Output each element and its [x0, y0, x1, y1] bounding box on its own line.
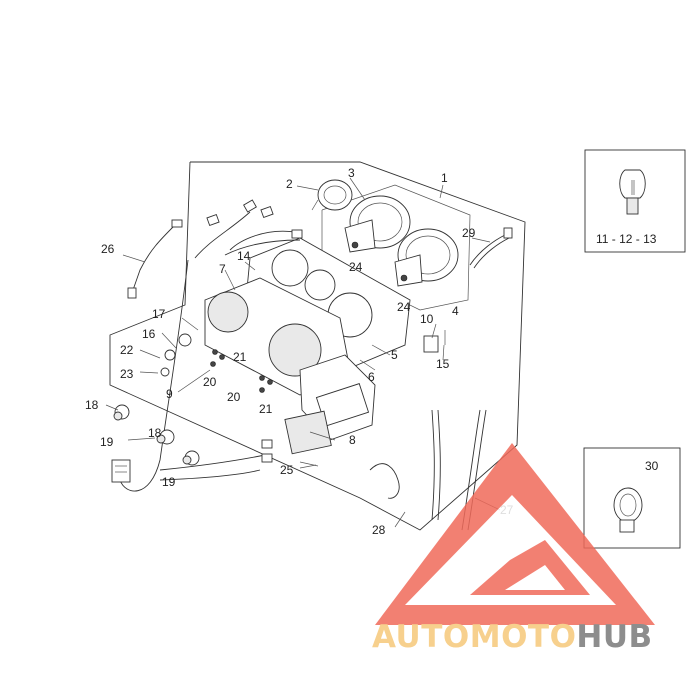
callout-21b: 21	[259, 402, 273, 416]
callout-18a: 18	[85, 398, 99, 412]
small-hardware	[113, 330, 446, 467]
inset-bulb-label: 11 - 12 - 13	[596, 232, 657, 246]
callout-14: 14	[237, 249, 251, 263]
watermark-moto: MOTO	[470, 619, 577, 655]
callout-2: 2	[286, 177, 293, 191]
gauge-tachometer	[344, 195, 411, 253]
callout-1: 1	[441, 171, 448, 185]
callout-4: 4	[452, 304, 459, 318]
sensor-26	[127, 219, 183, 299]
callout-28: 28	[372, 523, 386, 537]
callout-15: 15	[436, 357, 450, 371]
callout-17: 17	[152, 307, 166, 321]
bulb-icon	[619, 169, 646, 215]
inset-clamp: 30	[583, 447, 681, 549]
callout-10: 10	[420, 312, 434, 326]
small-gauge	[311, 179, 353, 211]
callout-leaders	[105, 177, 501, 528]
gauge-speedometer	[394, 228, 459, 287]
callout-7: 7	[219, 262, 226, 276]
callout-3: 3	[348, 166, 355, 180]
inset-clamp-label: 30	[645, 459, 659, 473]
part-callouts: 1 2 3 4 5 6 7 8 9 10 14 15 16 17 18 18 1…	[85, 166, 514, 537]
logo-triangle-icon	[375, 443, 655, 625]
callout-29: 29	[462, 226, 476, 240]
callout-19a: 19	[100, 435, 114, 449]
instrument-housing	[204, 237, 411, 441]
callout-23: 23	[120, 367, 134, 381]
callout-20b: 20	[227, 390, 241, 404]
watermark-logo: AUTOMOTOHUB	[372, 443, 655, 655]
clamp-icon	[613, 487, 643, 533]
watermark-auto: AUTO	[372, 619, 470, 655]
callout-22: 22	[120, 343, 134, 357]
callout-18b: 18	[148, 426, 162, 440]
callout-24b: 24	[397, 300, 411, 314]
callout-6: 6	[368, 370, 375, 384]
svg-text:AUTOMOTOHUB: AUTOMOTOHUB	[372, 619, 653, 655]
callout-8: 8	[349, 433, 356, 447]
callout-24a: 24	[349, 260, 363, 274]
callout-25: 25	[280, 463, 294, 477]
callout-19b: 19	[162, 475, 176, 489]
callout-21a: 21	[233, 350, 247, 364]
wiring-harness	[111, 199, 303, 492]
callout-9: 9	[166, 387, 173, 401]
callout-20a: 20	[203, 375, 217, 389]
watermark-hub: HUB	[576, 619, 652, 655]
inset-bulb: 11 - 12 - 13	[584, 149, 686, 253]
callout-16: 16	[142, 327, 156, 341]
callout-26: 26	[101, 242, 115, 256]
callout-5: 5	[391, 348, 398, 362]
